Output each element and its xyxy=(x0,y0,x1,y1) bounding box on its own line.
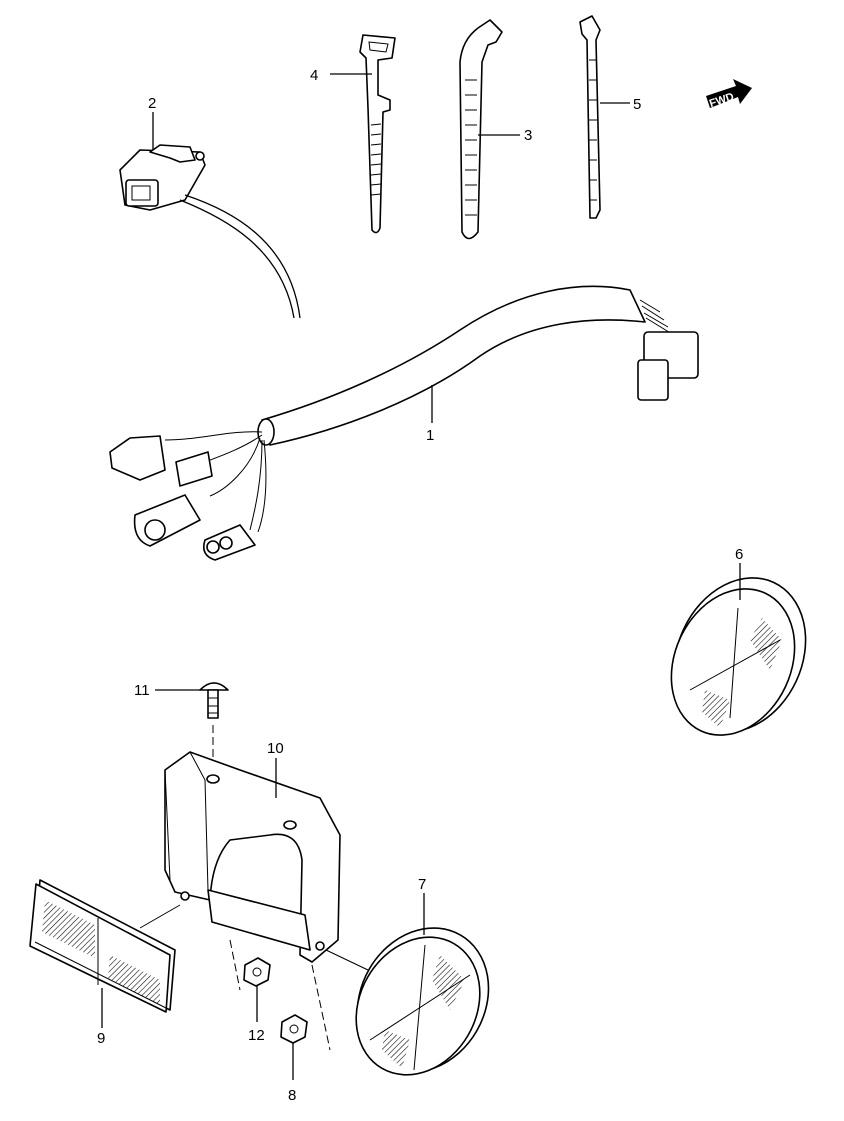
callout-11: 11 xyxy=(134,682,150,699)
callout-6: 6 xyxy=(735,546,743,563)
callout-8: 8 xyxy=(288,1087,296,1104)
callout-2: 2 xyxy=(148,95,156,112)
arrow-right-icon xyxy=(706,79,752,108)
callout-12: 12 xyxy=(248,1027,265,1044)
fwd-label: FWD xyxy=(708,91,736,110)
part-7-reflector xyxy=(355,927,490,1076)
part-11-screw xyxy=(199,682,229,765)
callout-1: 1 xyxy=(426,427,434,444)
part-9-reflector xyxy=(29,879,176,1013)
callout-7: 7 xyxy=(418,876,426,893)
callout-3: 3 xyxy=(524,127,532,144)
part-4-cable-band xyxy=(359,34,396,234)
part-12-nut xyxy=(243,957,271,987)
fwd-direction-badge: FWD xyxy=(706,79,752,110)
part-3-clamp xyxy=(459,19,503,240)
part-8-nut xyxy=(280,1014,308,1044)
callout-10: 10 xyxy=(267,740,284,757)
part-1-wiring-harness xyxy=(109,285,699,561)
callout-4: 4 xyxy=(310,67,318,84)
callout-9: 9 xyxy=(97,1030,105,1047)
part-10-bracket xyxy=(139,751,369,1051)
part-2-switch xyxy=(119,144,301,319)
callout-5: 5 xyxy=(633,96,641,113)
callout-labels: 1 2 3 4 5 6 7 8 9 10 11 12 xyxy=(97,67,743,1104)
part-6-reflector xyxy=(670,577,807,736)
part-5-cable-tie xyxy=(579,15,601,219)
leader-lines xyxy=(101,73,741,1080)
